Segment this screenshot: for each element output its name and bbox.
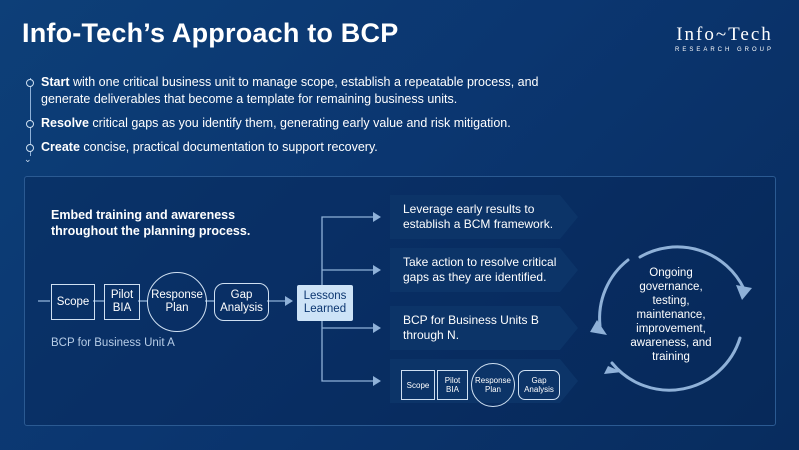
logo-sub-text: RESEARCH GROUP xyxy=(674,47,774,53)
mini-step-gap-analysis: Gap Analysis xyxy=(518,370,560,400)
bullet-start: Start with one critical business unit to… xyxy=(23,74,583,108)
bullet-resolve: Resolve critical gaps as you identify th… xyxy=(23,115,583,132)
bullet-create: Create concise, practical documentation … xyxy=(23,139,583,156)
page-title: Info-Tech’s Approach to BCP xyxy=(22,18,399,48)
unit-a-label: BCP for Business Unit A xyxy=(51,337,175,349)
step-pilot-bia: Pilot BIA xyxy=(104,284,140,320)
bullet-text: concise, practical documentation to supp… xyxy=(79,140,378,154)
step-scope: Scope xyxy=(51,284,95,320)
arrow-shape xyxy=(390,306,578,350)
bullet-list: Start with one critical business unit to… xyxy=(23,74,583,163)
mini-step-scope: Scope xyxy=(401,370,435,400)
mini-step-pilot-bia: Pilot BIA xyxy=(437,370,468,400)
bullet-dot-icon xyxy=(26,79,34,87)
ongoing-cycle-label: Ongoing governance, testing, maintenance… xyxy=(630,267,712,363)
logo-main-text: Info~Tech xyxy=(676,24,773,45)
arrow-shape xyxy=(390,195,578,239)
lessons-learned-box: Lessons Learned xyxy=(297,285,353,321)
bullet-text: critical gaps as you identify them, gene… xyxy=(88,116,511,130)
outcome-text: Leverage early results to establish a BC… xyxy=(403,202,554,231)
bullet-lead: Start xyxy=(41,75,70,89)
info-tech-logo: Info~Tech RESEARCH GROUP xyxy=(675,24,774,53)
chevron-down-icon: ⌄ xyxy=(24,154,32,164)
bullet-lead: Resolve xyxy=(41,116,89,130)
outcome-resolve-gaps: Take action to resolve critical gaps as … xyxy=(390,248,578,292)
step-response-plan: Response Plan xyxy=(147,272,207,332)
outcome-bcm-framework: Leverage early results to establish a BC… xyxy=(390,195,578,239)
bullet-dot-icon xyxy=(26,144,34,152)
bullet-lead: Create xyxy=(41,140,80,154)
mini-step-response-plan: Response Plan xyxy=(471,363,515,407)
step-gap-analysis: Gap Analysis xyxy=(214,283,269,321)
arrow-shape xyxy=(390,248,578,292)
bullet-text: with one critical business unit to manag… xyxy=(41,75,539,106)
bullet-dot-icon xyxy=(26,120,34,128)
embed-training-note: Embed training and awareness throughout … xyxy=(51,208,251,238)
outcome-other-units: BCP for Business Units B through N. xyxy=(390,306,578,350)
bullets-connector-line xyxy=(30,78,31,156)
outcome-text: Take action to resolve critical gaps as … xyxy=(403,255,557,284)
outcome-text: BCP for Business Units B through N. xyxy=(403,313,539,342)
